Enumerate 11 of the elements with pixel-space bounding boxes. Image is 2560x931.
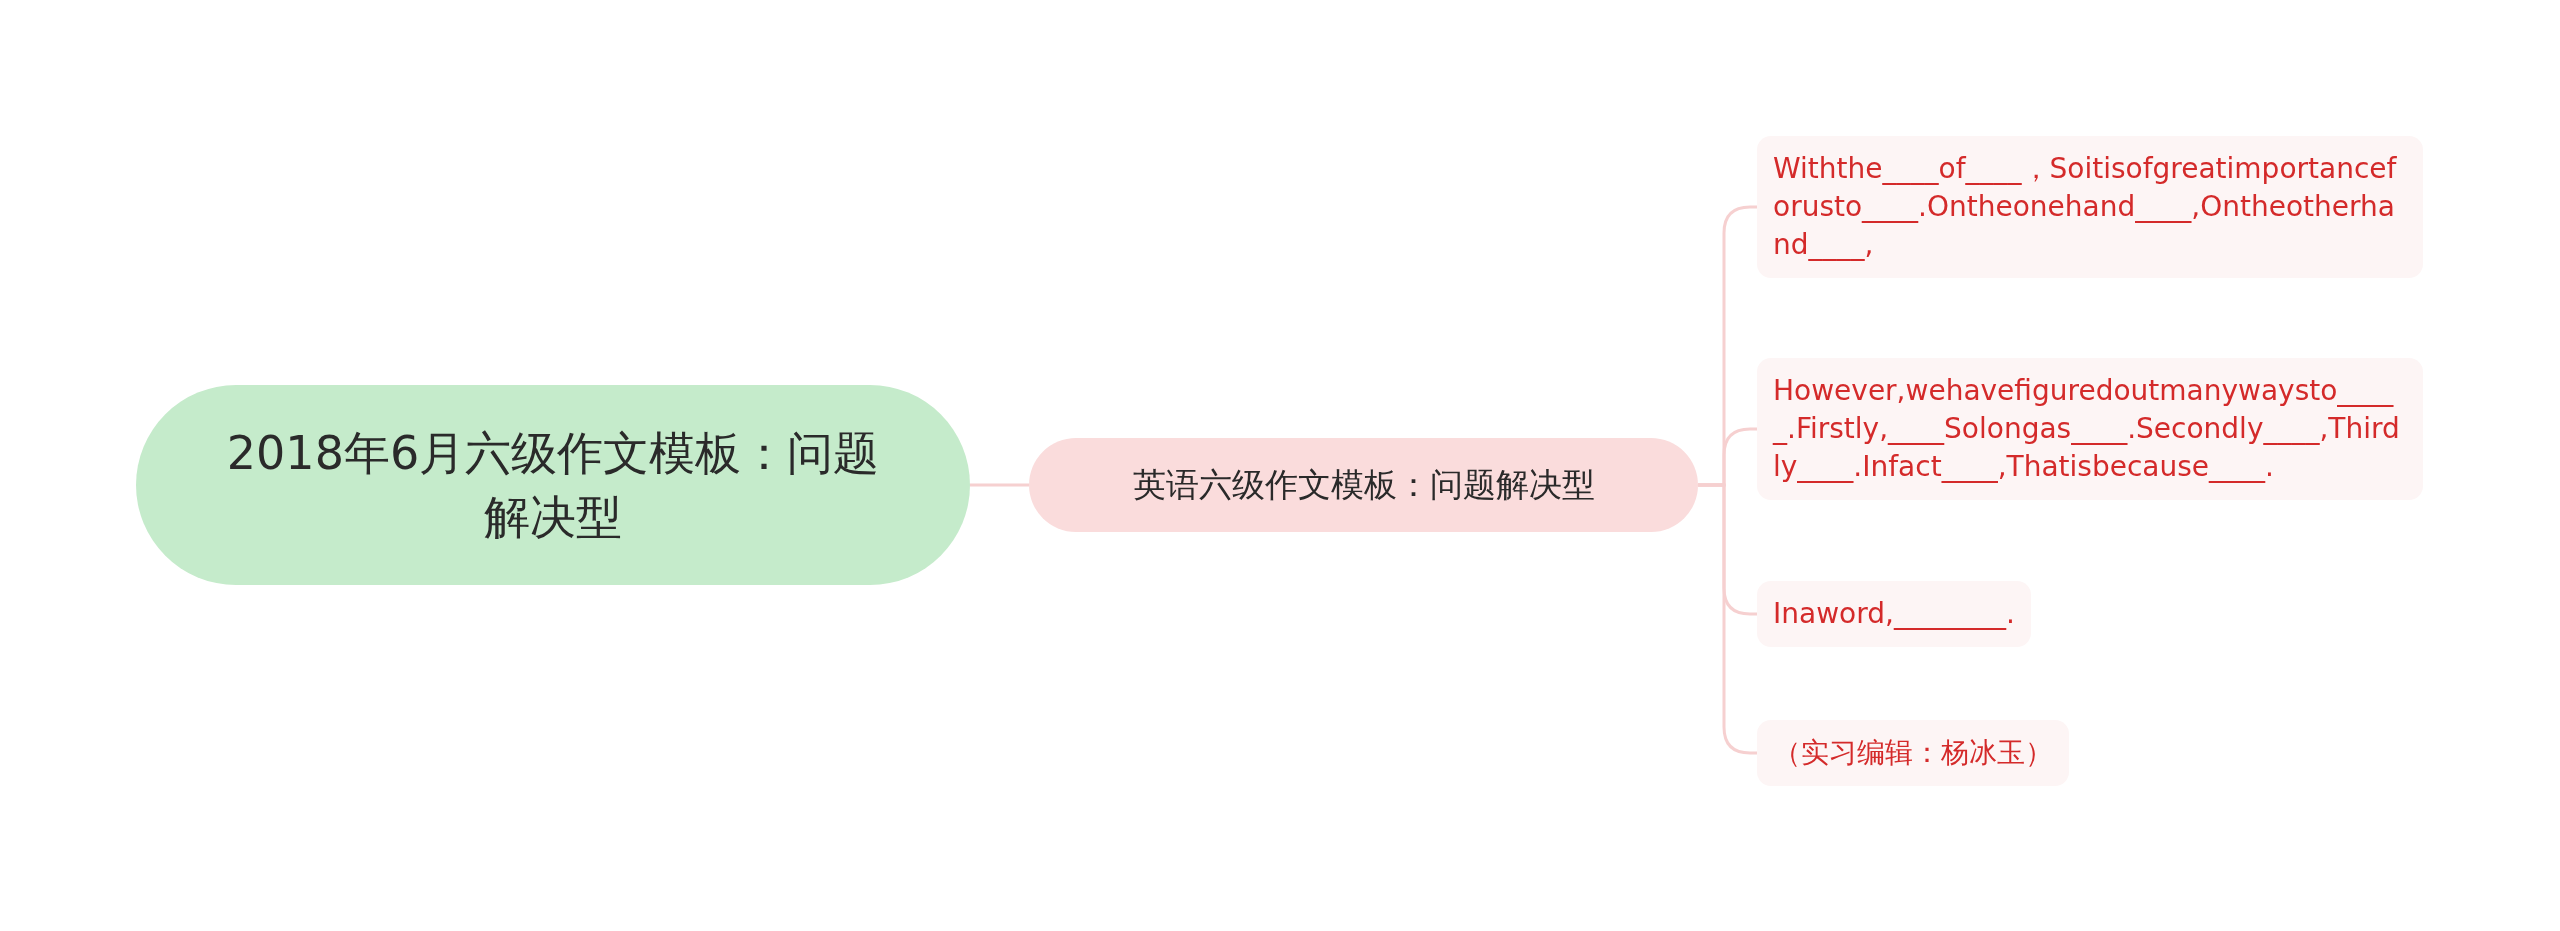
subtopic-card bbox=[1757, 581, 2031, 648]
connector-line bbox=[970, 483, 1029, 487]
topic-text: 2018年6月六级作文模板：问题解决型 bbox=[225, 424, 881, 546]
topic-text: Withthe____of____，Soitisofgreatimportanceforusto____.Ontheonehand____,Ontheotherhand____, bbox=[1773, 151, 2398, 264]
topic-text: However,wehavefiguredoutmanywaysto_____.Firstly,____Solongas____.Secondly____,Thirdly____.Infact____,Thatisbecause____. bbox=[1773, 373, 2401, 486]
subtopic-card bbox=[1757, 136, 2423, 279]
subtopic-card bbox=[1757, 720, 2069, 787]
topic-text: Inaword,________. bbox=[1773, 596, 2015, 632]
topic-text: （实习编辑：杨冰玉） bbox=[1773, 735, 2053, 771]
topic-text: 英语六级作文模板：问题解决型 bbox=[1132, 463, 1595, 506]
subtopic-card bbox=[1757, 358, 2423, 501]
